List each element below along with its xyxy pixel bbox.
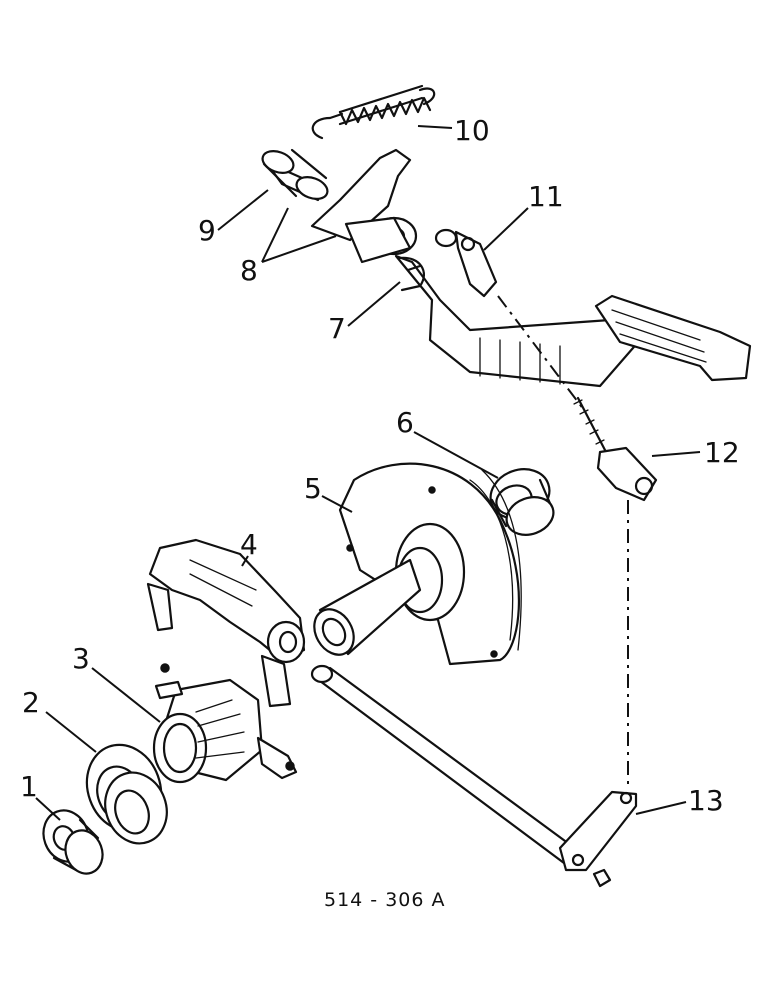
part-11-clevis	[434, 228, 498, 298]
callout-6: 6	[396, 406, 414, 439]
part-5-retainer-housing	[313, 462, 522, 666]
part-1-pilot-bearing	[42, 809, 104, 875]
figure-code: 514 - 306 A	[324, 889, 446, 911]
callout-8: 8	[240, 254, 258, 287]
part-8-pedal-lever	[310, 148, 752, 388]
part-4-release-fork	[146, 538, 306, 708]
part-9-bushing	[261, 148, 329, 202]
callout-10: 10	[454, 114, 490, 147]
part-10-spring	[311, 84, 436, 140]
callout-3: 3	[72, 642, 90, 675]
leader-lines	[35, 125, 701, 821]
callout-12: 12	[704, 436, 740, 469]
part-7-clip	[398, 256, 425, 292]
callout-11: 11	[528, 180, 564, 213]
callout-13: 13	[688, 784, 724, 817]
callout-7: 7	[328, 312, 346, 345]
part-13-cross-shaft	[310, 664, 638, 888]
callout-2: 2	[22, 686, 40, 719]
part-3-release-bearing-hub	[152, 663, 298, 784]
callout-9: 9	[198, 214, 216, 247]
part-12-adjuster-rod	[573, 396, 658, 502]
callout-5: 5	[304, 472, 322, 505]
part-2-bearing-ring	[85, 743, 168, 845]
callout-1: 1	[20, 770, 38, 803]
callout-4: 4	[240, 528, 258, 561]
part-6-seal	[489, 468, 555, 536]
linkage-centerline-upper	[497, 295, 585, 411]
